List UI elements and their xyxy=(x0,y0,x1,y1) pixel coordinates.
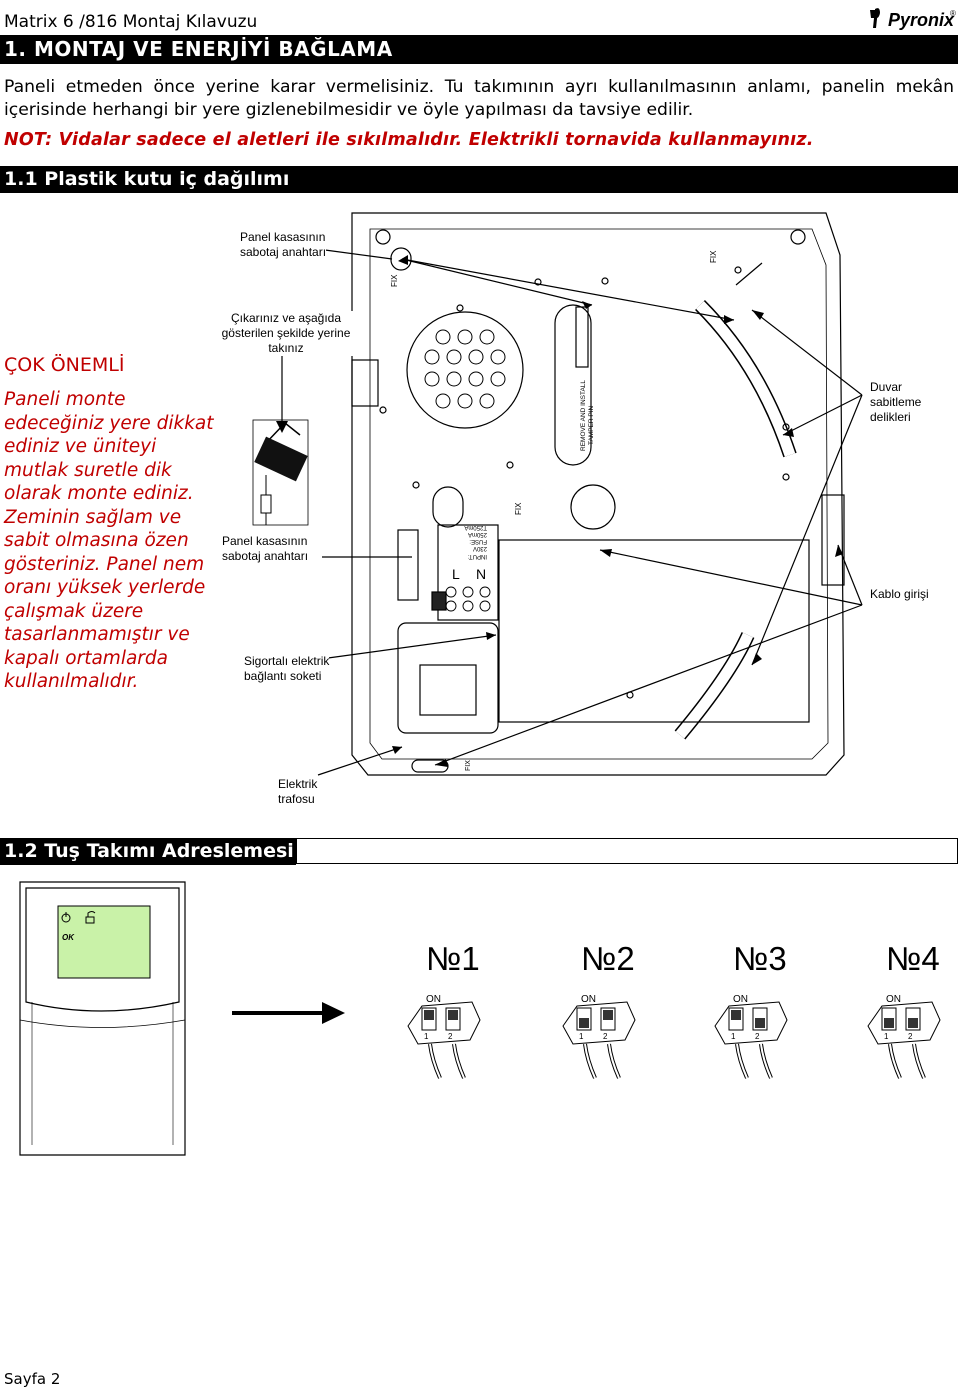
dip-sw2: 2 xyxy=(448,1032,453,1041)
dip-sw1: 1 xyxy=(731,1032,736,1041)
input-text: INPUT: xyxy=(468,553,487,559)
remove-install-label: Çıkarınız ve aşağıda gösterilen şekilde … xyxy=(212,311,360,356)
dip-label: №4 xyxy=(886,940,940,977)
n-text: N xyxy=(476,566,486,582)
section-1-heading: 1. MONTAJ VE ENERJİYİ BAĞLAMA xyxy=(0,35,958,64)
wall-holes-label: Duvar sabitleme delikleri xyxy=(870,380,922,425)
fuse-socket-label: Sigortalı elektrik bağlantı soketi xyxy=(244,654,330,684)
warning-title: ÇOK ÖNEMLİ xyxy=(4,354,125,376)
svg-text:®: ® xyxy=(950,9,956,18)
dip-on-text: ON xyxy=(581,994,596,1005)
section-1-2-heading: 1.2 Tuş Takımı Adreslemesi xyxy=(0,838,296,865)
fuse-value-text: 250mA xyxy=(468,531,487,537)
dip-sw1: 1 xyxy=(884,1032,889,1041)
fix-label-4: FIX xyxy=(465,760,472,771)
unlock-icon xyxy=(85,916,95,924)
fuse-terminal-block xyxy=(437,524,499,621)
section-1-2-rule xyxy=(296,838,958,864)
pcb-area xyxy=(498,539,810,723)
fix-label-3: FIX xyxy=(514,502,523,515)
enclosure-outline xyxy=(351,212,845,776)
keypad-diagram: OK xyxy=(19,881,345,1156)
dip-on-text: ON xyxy=(426,994,441,1005)
page-number: Sayfa 2 xyxy=(4,1370,61,1388)
cable-entry-label: Kablo girişi xyxy=(870,587,929,602)
fix-label-2: FIX xyxy=(709,250,718,263)
dip-on-text: ON xyxy=(733,994,748,1005)
dip-on-text: ON xyxy=(886,994,901,1005)
voltage-text: 230V xyxy=(473,545,487,551)
document-title: Matrix 6 /816 Montaj Kılavuzu xyxy=(4,12,258,32)
fix-label-1: FIX xyxy=(390,274,399,287)
dip-sw2: 2 xyxy=(908,1032,913,1041)
vent-grille xyxy=(406,311,524,429)
dip-label: №1 xyxy=(426,940,480,977)
section-1-1-heading: 1.1 Plastik kutu iç dağılımı xyxy=(0,166,958,193)
dip-label: №2 xyxy=(581,940,635,977)
dip-label: №3 xyxy=(733,940,787,977)
pyronix-logo: Pyronix ® xyxy=(870,8,956,30)
warning-body: Paneli monte edeceğiniz yere dikkat edin… xyxy=(4,389,214,692)
tamper-switch-illustration xyxy=(252,419,309,526)
dip-sw2: 2 xyxy=(603,1032,608,1041)
logo-wordmark: Pyronix xyxy=(888,10,955,30)
tamper-pin-text: TAMPER PIN xyxy=(588,405,595,445)
t-value-text: T250mA xyxy=(464,524,487,530)
transformer-label: Elektrik trafosu xyxy=(278,777,318,807)
fuse-text: FUSE: xyxy=(469,538,487,544)
enclosure-diagram: FIX FIX FIX FIX REMOVE AND INSTALL TAMPE… xyxy=(252,212,863,776)
tamper-mid-label: Panel kasasının sabotaj anahtarı xyxy=(222,534,309,564)
dip-sw1: 1 xyxy=(579,1032,584,1041)
intro-paragraph: Paneli etmeden önce yerine karar vermeli… xyxy=(4,77,954,120)
l-text: L xyxy=(452,566,460,582)
keypad-ok-text: OK xyxy=(62,933,75,942)
screw-note: NOT: Vidalar sadece el aletleri ile sıkı… xyxy=(4,130,814,150)
tamper-top-label: Panel kasasının sabotaj anahtarı xyxy=(240,230,327,260)
dip-sw2: 2 xyxy=(755,1032,760,1041)
keypad-lcd xyxy=(57,905,151,979)
remove-install-text: REMOVE AND INSTALL xyxy=(580,380,587,451)
dip-sw1: 1 xyxy=(424,1032,429,1041)
keypad-outline xyxy=(19,881,186,1156)
